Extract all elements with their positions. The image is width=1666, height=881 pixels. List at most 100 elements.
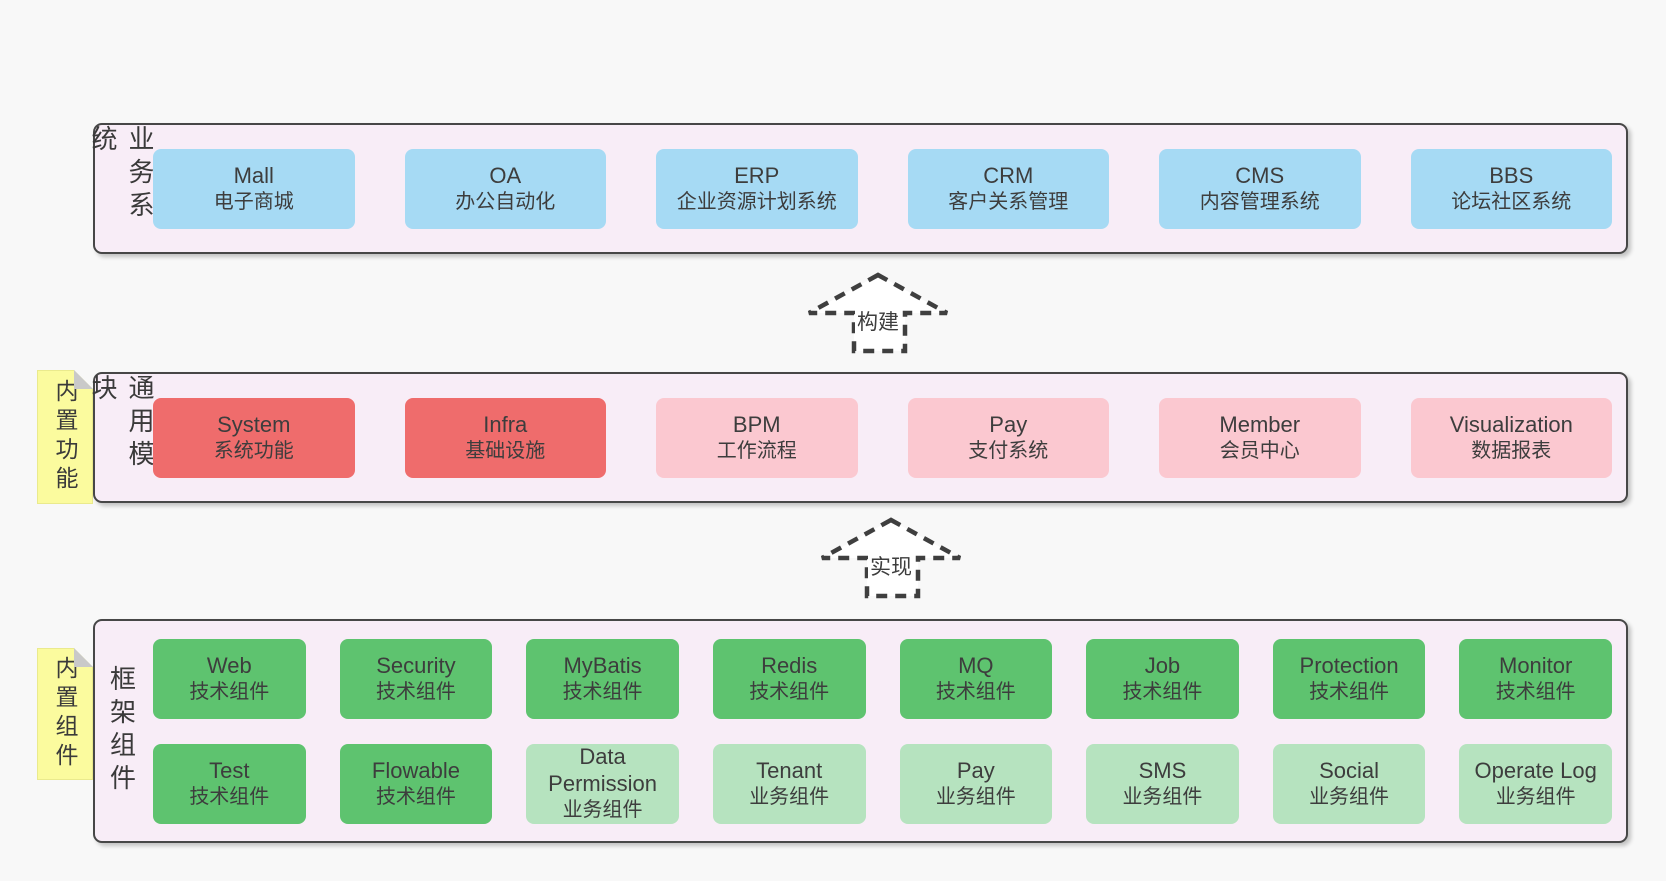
component-box-title: System <box>217 411 291 437</box>
arrow-label: 实现 <box>868 551 914 581</box>
component-box-title: Social <box>1319 757 1380 783</box>
component-box-title: OA <box>489 162 522 188</box>
component-box-subtitle: 技术组件 <box>749 680 830 703</box>
component-box-title: BPM <box>732 411 781 437</box>
component-box-subtitle: 数据报表 <box>1471 439 1552 462</box>
component-box-subtitle: 技术组件 <box>189 785 270 808</box>
component-box-subtitle: 技术组件 <box>935 680 1016 703</box>
component-box-title: Security <box>376 652 456 678</box>
component-box-title: Mall <box>233 162 274 188</box>
component-box-subtitle: 业务组件 <box>935 785 1016 808</box>
component-box-subtitle: 技术组件 <box>1495 680 1576 703</box>
component-box-data-permission: Data Permission 业务组件 <box>526 743 679 824</box>
component-box-title: BBS <box>1489 162 1534 188</box>
component-box-title: Operate Log <box>1474 757 1597 783</box>
component-box-subtitle: 内容管理系统 <box>1199 190 1320 213</box>
component-box-subtitle: 业务组件 <box>1309 785 1390 808</box>
component-box-title: Web <box>206 652 252 678</box>
component-box-title: Tenant <box>756 757 823 783</box>
component-box-title: MyBatis <box>563 652 642 678</box>
component-box-subtitle: 技术组件 <box>1309 680 1390 703</box>
component-box-subtitle: 技术组件 <box>375 680 456 703</box>
sticky-note-built-in-components: 内置组件 <box>37 648 93 780</box>
component-box-title: Flowable <box>371 757 460 783</box>
sticky-note-built-in-features: 内置功能 <box>37 370 93 504</box>
component-box-subtitle: 系统功能 <box>213 439 294 462</box>
component-box-subtitle: 支付系统 <box>968 439 1049 462</box>
component-box-title: SMS <box>1138 757 1187 783</box>
component-box-title: ERP <box>734 162 780 188</box>
component-box-title: MQ <box>958 652 994 678</box>
component-box-title: CRM <box>983 162 1034 188</box>
component-box-title: Protection <box>1299 652 1399 678</box>
component-box-subtitle: 技术组件 <box>1122 680 1203 703</box>
section-title: 业务系统 <box>88 125 155 224</box>
component-box-title: Pay <box>956 757 995 783</box>
component-box-title: Data Permission <box>548 744 657 796</box>
sticky-note-label: 内置功能 <box>52 379 78 495</box>
component-box-title: Infra <box>483 411 528 437</box>
component-box-subtitle: 业务组件 <box>1495 785 1576 808</box>
component-box-subtitle: 技术组件 <box>189 680 270 703</box>
component-box-subtitle: 业务组件 <box>562 799 643 821</box>
component-box-title: Pay <box>989 411 1028 437</box>
component-box-subtitle: 办公自动化 <box>455 190 556 213</box>
component-box-subtitle: 技术组件 <box>562 680 643 703</box>
arrow-label: 构建 <box>855 306 901 336</box>
up-arrow-implement: 实现 <box>820 517 962 599</box>
component-box-subtitle: 企业资源计划系统 <box>676 190 837 213</box>
component-box-subtitle: 业务组件 <box>1122 785 1203 808</box>
component-box-title: Monitor <box>1499 652 1573 678</box>
component-box-subtitle: 工作流程 <box>716 439 797 462</box>
section-title: 框架组件 <box>106 665 137 797</box>
sticky-note-label: 内置组件 <box>52 656 78 772</box>
component-box-subtitle: 业务组件 <box>749 785 830 808</box>
component-box-title: Member <box>1219 411 1301 437</box>
up-arrow-build: 构建 <box>807 272 949 354</box>
folded-corner-icon <box>74 648 93 667</box>
component-box-subtitle: 技术组件 <box>375 785 456 808</box>
component-box-title: Test <box>209 757 250 783</box>
component-box-subtitle: 电子商城 <box>213 190 294 213</box>
component-box-subtitle: 论坛社区系统 <box>1451 190 1572 213</box>
component-box-subtitle: 会员中心 <box>1219 439 1300 462</box>
folded-corner-icon <box>74 370 93 389</box>
component-box-title: Visualization <box>1449 411 1573 437</box>
